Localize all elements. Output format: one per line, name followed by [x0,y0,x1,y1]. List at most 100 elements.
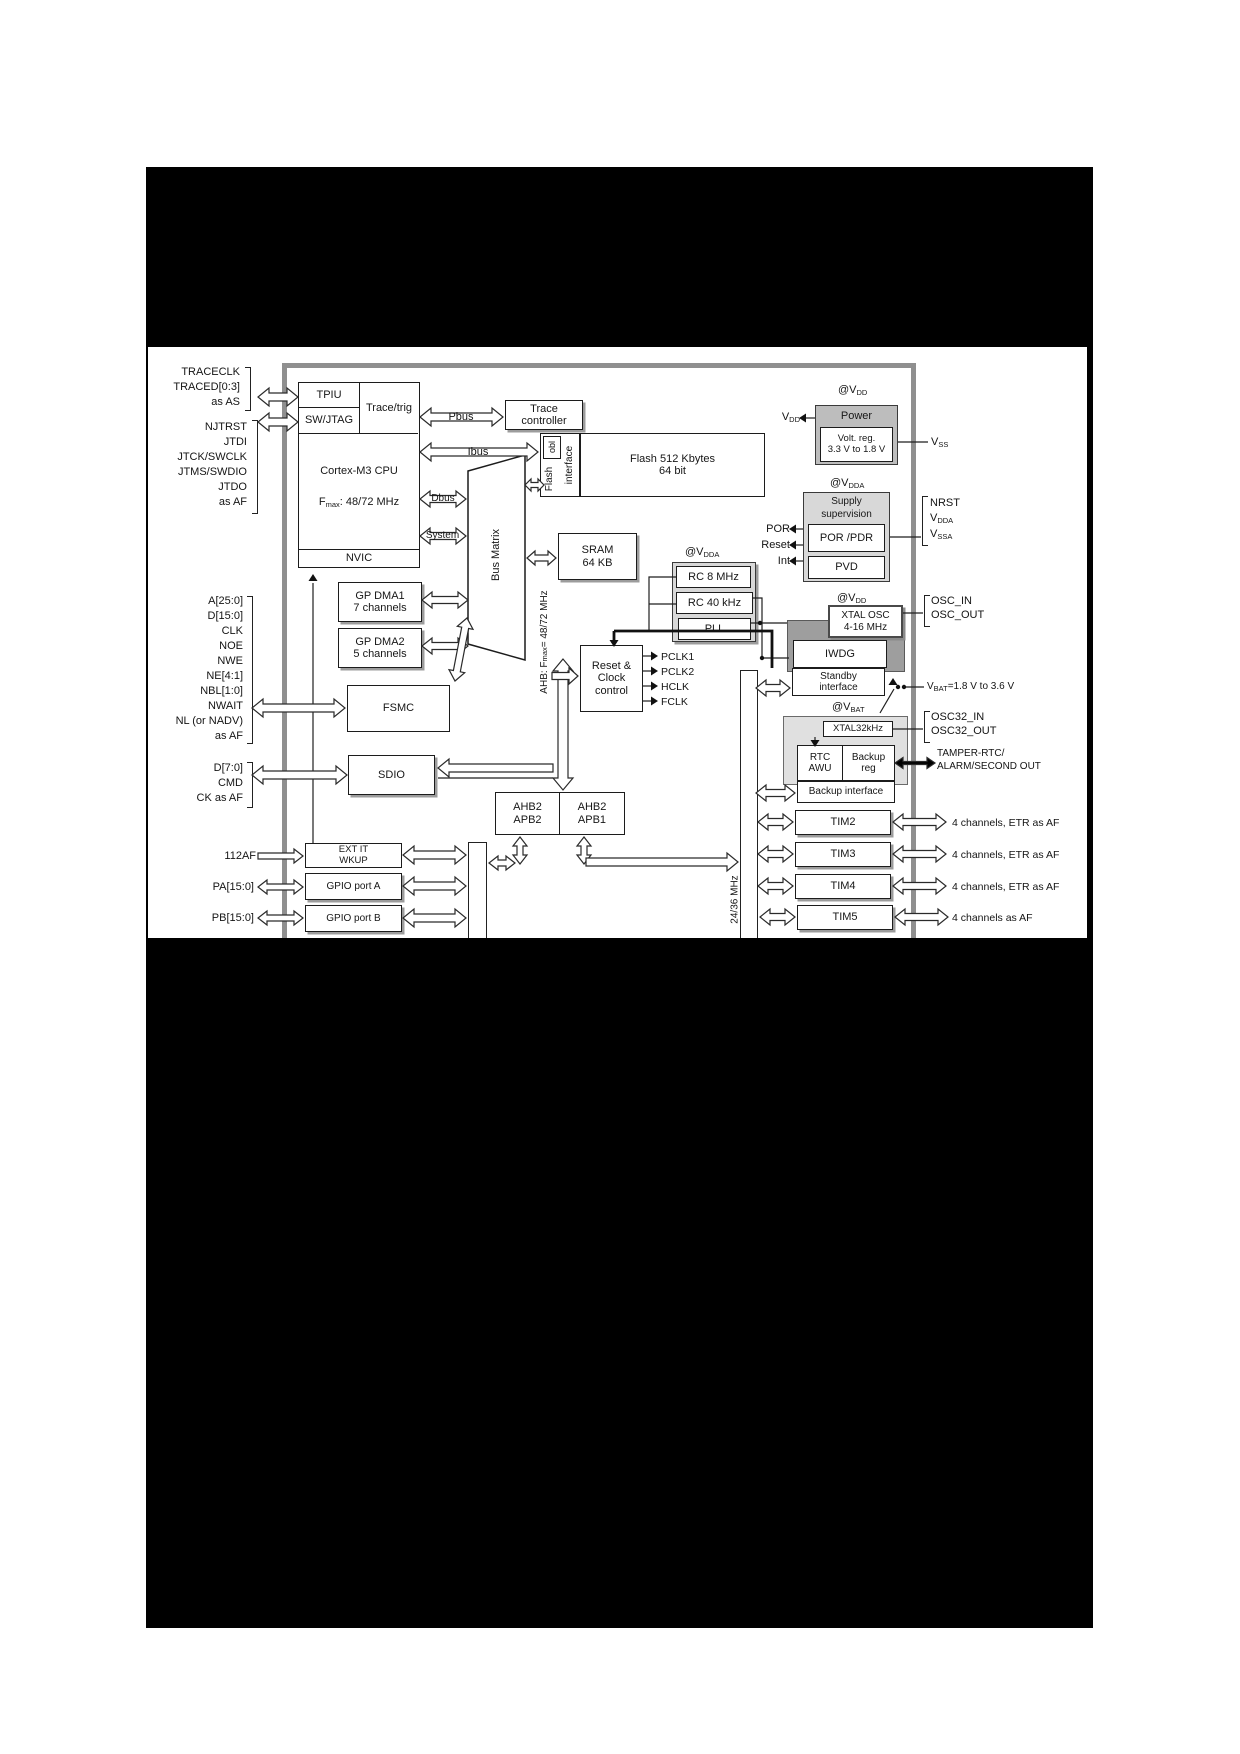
voltage-regulator-block: Volt. reg. 3.3 V to 1.8 V [820,427,893,462]
sram-block: SRAM 64 KB [558,533,637,580]
cpu-fmax: Fmax: 48/72 MHz [318,496,400,510]
system-bus-arrow [419,526,467,546]
flash-memory-block: Flash 512 Kbytes 64 bit [580,433,765,497]
flash-if-label-flash: Flash [544,466,556,492]
gpioa-bus-arrow [402,875,467,897]
tim2-bus-arrow [757,812,794,832]
porta-pin-label: PA[15:0] [212,881,254,893]
por-arrowhead [789,524,796,534]
tim2-block: TIM2 [795,810,891,835]
tim5-bus-arrow [759,907,796,927]
nvic-irq-arrowhead [308,574,318,581]
jtag-pins-bracket [252,420,258,514]
ibus-arrow [419,441,539,463]
trace-pins-bracket [245,367,251,411]
bus-matrix-shape [467,454,526,661]
tim4-bus-arrow [757,876,794,896]
junction-dot [759,655,765,661]
sdio-pins-bracket [247,762,253,808]
ibus-label: Ibus [467,446,489,458]
cpu-name: Cortex-M3 CPU [320,464,398,477]
portb-pins-arrow [257,909,304,927]
exti-pin-label: 112AF [224,850,256,862]
block-diagram-figure: TPIU SW/JTAG Trace/trig Cortex-M3 CPU Fm… [148,347,1087,938]
vbat-switch-arrowhead [888,678,898,685]
ext-it-wkup-block: EXT IT WKUP [305,843,402,868]
fclk-arrowhead [651,696,658,706]
ahb2-apb1-bridge: AHB2 APB1 [560,792,625,835]
osc-out-pin-label: OSC_OUT [931,609,985,621]
pbus-arrow [419,406,504,428]
por-pdr-block: POR /PDR [808,524,885,552]
bus-matrix-label: Bus Matrix [490,529,502,581]
obl-label: obl [547,441,557,454]
obl-block [543,436,561,459]
tim2-pins-arrow [892,812,947,832]
vdd-pin-label: VDD [781,411,800,424]
tim2-channels-label: 4 channels, ETR as AF [952,817,1060,829]
at-vdda-supply-label: @VDDA [830,477,865,490]
dma2-arrow [421,636,469,656]
jtag-port-arrow [257,411,299,433]
gpiob-bus-arrow [402,907,467,929]
backup-interface-block: Backup interface [797,781,895,803]
tim5-channels-label: 4 channels as AF [952,912,1033,924]
nrst-pins-bracket [922,496,928,546]
apb1-speed-label: 24/36 MHz [729,875,741,924]
tim5-pins-arrow [894,907,949,927]
junction-dot [757,620,763,626]
tpiu-block: TPIU [299,383,360,408]
at-vdd-xtal-label: @VDD [837,592,867,605]
at-vdda-osc-label: @VDDA [685,546,720,559]
pclk1-arrowhead [651,651,658,661]
int-arrowhead [789,556,796,566]
gpio-port-a-block: GPIO port A [305,873,402,900]
backup-reg-block: Backup reg [843,745,895,781]
reset-clock-control-block: Reset & Clock control [580,645,643,712]
vbat-pin-label: VBAT=1.8 V to 3.6 V [927,681,1015,693]
tim4-pins-arrow [892,876,947,896]
hclk-label: HCLK [661,681,690,693]
fsmc-matrix-arrow [447,617,475,682]
gp-dma2-block: GP DMA2 5 channels [338,628,422,668]
signal-wire [879,688,895,714]
power-title: Power [840,409,873,422]
tamper-label-1: TAMPER-RTC/ [937,748,1005,759]
dbus-arrow [419,489,467,509]
pvd-block: PVD [808,556,885,579]
clock-wire [614,629,774,668]
xtal32-block: XTAL32kHz [823,721,893,737]
tpiu-label: TPIU [316,388,342,401]
at-vdd-power-label: @VDD [838,384,868,397]
osc32-pins-bracket [924,711,930,743]
apb1-up-arrow [575,836,593,865]
tim5-block: TIM5 [797,905,893,930]
matrix-sram-arrow [526,549,557,567]
flash-if-label-interface: interface [564,445,576,485]
osc-pins-bracket [924,595,930,627]
rcc-ahb-arrow [551,666,579,686]
pbus-label: Pbus [448,411,474,423]
gpio-port-b-block: GPIO port B [305,905,402,932]
nvic-block: NVIC [299,549,419,566]
wires-and-arrows-layer [251,386,949,929]
apb1-elbow-arrow [585,851,739,873]
reset-arrowhead [789,540,796,550]
sw-jtag-label: SW/JTAG [304,414,354,427]
dma1-arrow [421,590,469,610]
por-signal-label: POR [766,523,790,535]
apb2-bus-strip [468,842,487,938]
backup-bus-arrow [755,783,796,803]
ahb2-apb2-bridge: AHB2 APB2 [495,792,560,835]
matrix-flash-arrow [524,477,545,493]
vdd-arrowhead [799,413,806,423]
osc32-in-pin-label: OSC32_IN [931,711,985,723]
vssa-pin-label: VSSA [930,528,953,541]
rc40khz-block: RC 40 kHz [676,592,753,614]
rc8mhz-block: RC 8 MHz [676,566,751,588]
osc32-out-pin-label: OSC32_OUT [931,725,997,737]
nrst-pin-label: NRST [930,497,960,509]
